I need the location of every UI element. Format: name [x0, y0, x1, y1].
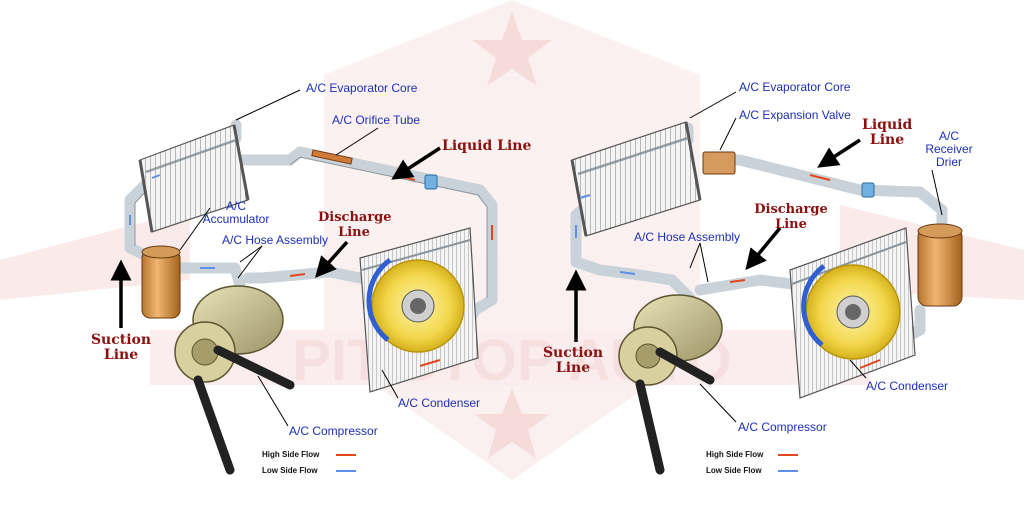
left-suction-label: Suction Line — [78, 333, 164, 363]
right-legend-arrows — [778, 454, 798, 472]
right-suction-label-line2: Line — [555, 360, 591, 376]
right-discharge-label: Discharge Line — [752, 202, 830, 232]
right-suction-label-line1: Suction — [542, 345, 604, 361]
right-evaporator-label: A/C Evaporator Core — [739, 80, 851, 94]
right-discharge-label-line1: Discharge — [754, 202, 828, 217]
left-evaporator-core — [138, 124, 250, 233]
left-pointer-lines — [179, 89, 399, 427]
right-legend-high: High Side Flow — [706, 450, 764, 459]
right-receiver-label-line3: Drier — [936, 155, 962, 169]
watermark: PIT STOP AUTO — [0, 0, 1024, 480]
right-evaporator-core — [570, 121, 702, 237]
right-bold-arrows — [565, 138, 861, 342]
left-compressor-label: A/C Compressor — [289, 424, 378, 438]
left-hose-label: A/C Hose Assembly — [222, 233, 329, 247]
right-hose-label: A/C Hose Assembly — [634, 230, 741, 244]
left-accumulator-label-line1: A/C — [225, 199, 246, 213]
right-condenser-label: A/C Condenser — [866, 379, 949, 393]
right-receiver-drier — [917, 223, 963, 307]
left-accumulator-label-line2: Accumulator — [202, 212, 270, 226]
left-liquid-line-label: Liquid Line — [442, 138, 532, 154]
right-receiver-label-line1: A/C — [938, 129, 959, 143]
left-orifice-label: A/C Orifice Tube — [332, 113, 421, 127]
right-discharge-label-line2: Line — [775, 217, 807, 232]
left-bold-arrows — [110, 146, 441, 328]
left-accumulator-label: A/C Accumulator — [196, 200, 276, 226]
right-liquid-line-label-line1: Liquid — [862, 117, 913, 133]
left-legend-arrows — [336, 454, 356, 472]
left-discharge-label: Discharge Line — [318, 210, 392, 240]
left-suction-label-line2: Line — [103, 347, 139, 363]
left-condenser-label: A/C Condenser — [398, 396, 481, 410]
right-liquid-line-coupler — [861, 182, 875, 198]
right-expansion-valve — [702, 151, 736, 175]
left-evaporator-label: A/C Evaporator Core — [306, 81, 418, 95]
right-legend-low: Low Side Flow — [706, 466, 762, 475]
left-compressor — [174, 285, 295, 475]
right-liquid-line-label: Liquid Line — [862, 118, 912, 148]
left-discharge-label-line2: Line — [338, 225, 370, 240]
left-condenser — [359, 227, 479, 393]
left-liquid-line-coupler — [424, 174, 438, 190]
right-compressor — [618, 294, 723, 475]
right-compressor-label: A/C Compressor — [738, 420, 827, 434]
left-legend-high: High Side Flow — [262, 450, 320, 459]
left-accumulator — [141, 245, 181, 319]
right-suction-label: Suction Line — [530, 346, 616, 376]
left-legend-low: Low Side Flow — [262, 466, 318, 475]
left-discharge-label-line1: Discharge — [318, 210, 392, 225]
right-receiver-drier-label: A/C Receiver Drier — [918, 130, 980, 169]
right-system — [565, 91, 963, 475]
right-condenser — [789, 227, 916, 399]
left-system — [110, 89, 498, 475]
left-suction-label-line1: Suction — [90, 332, 152, 348]
right-expansion-valve-label: A/C Expansion Valve — [739, 108, 851, 122]
right-receiver-label-line2: Receiver — [925, 142, 973, 156]
right-flow-arrows — [575, 174, 881, 369]
right-pointer-lines — [689, 91, 943, 423]
left-orifice-tube — [311, 149, 353, 165]
right-liquid-line-label-line2: Line — [869, 132, 905, 148]
